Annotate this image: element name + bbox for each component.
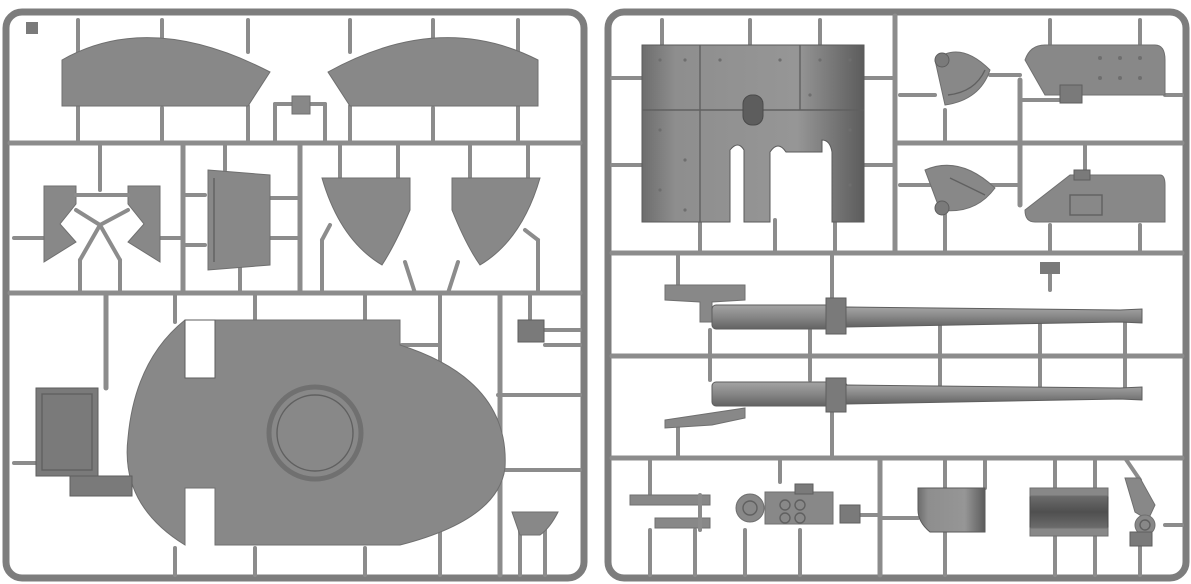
side-plate-upper xyxy=(1024,44,1166,96)
wedge-left xyxy=(321,177,411,266)
small-panel xyxy=(207,169,271,271)
quadrant-lower xyxy=(924,164,996,212)
v-bracket-left xyxy=(43,185,77,263)
rod-part-upper xyxy=(629,494,711,506)
hatch-tab xyxy=(69,475,133,497)
corner-bracket xyxy=(511,511,559,536)
hatch-panel xyxy=(35,387,99,477)
shield-rivets xyxy=(658,58,852,212)
left-runners xyxy=(7,18,583,578)
v-bracket-right xyxy=(127,185,161,263)
right-sprue-frame xyxy=(604,8,1190,582)
turret-ring xyxy=(266,384,364,482)
gun-barrel-lower xyxy=(664,377,1143,429)
left-sprue-frame xyxy=(2,8,588,582)
rod-part-lower xyxy=(654,517,711,529)
gun-barrel-upper xyxy=(664,284,1143,335)
quadrant-upper xyxy=(934,51,991,106)
left-sprue xyxy=(2,8,588,582)
small-fitting xyxy=(291,95,311,115)
turret-floor-plate xyxy=(126,319,506,546)
right-runners xyxy=(609,13,1185,578)
angled-box xyxy=(917,487,986,533)
mount-arm xyxy=(1124,477,1156,547)
small-clip xyxy=(517,319,545,343)
curved-shield-top-right xyxy=(327,37,539,107)
floor-cutout xyxy=(184,319,216,379)
vision-port xyxy=(742,94,764,126)
breech-block xyxy=(735,483,861,525)
armored-shield xyxy=(641,44,865,223)
curved-shield-top-left xyxy=(61,37,271,107)
wedge-right xyxy=(451,177,541,266)
right-sprue xyxy=(604,8,1190,582)
side-plate-lower xyxy=(1024,174,1166,223)
